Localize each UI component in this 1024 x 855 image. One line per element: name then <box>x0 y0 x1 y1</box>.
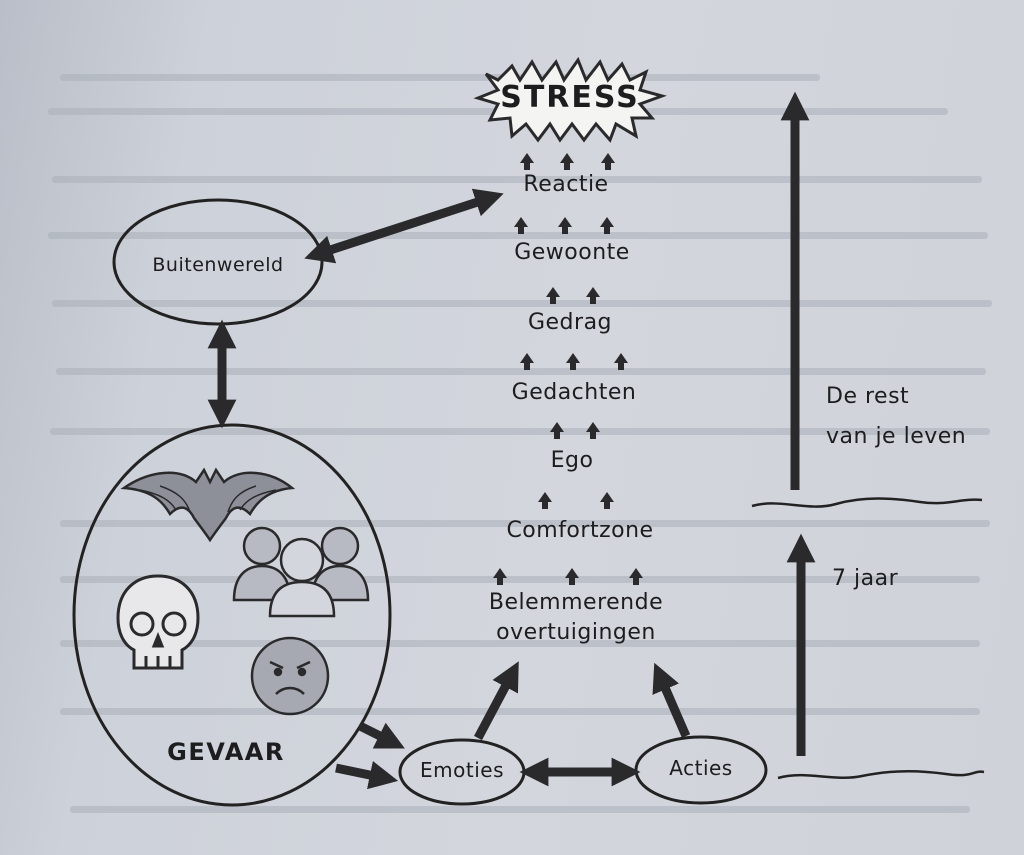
seven-years-label: 7 jaar <box>832 566 898 591</box>
reactie-label: Reactie <box>523 172 608 197</box>
emoties-label: Emoties <box>420 758 504 782</box>
angry-face-icon <box>252 638 328 714</box>
people-group-icon <box>234 528 368 616</box>
timeline-line-top <box>752 499 982 507</box>
emoties-overtuigingen-arrow <box>478 674 512 738</box>
gevaar-emoties-arrow-1 <box>360 726 392 742</box>
acties-overtuigingen-arrow <box>660 676 686 736</box>
gewoonte-label: Gewoonte <box>514 240 630 265</box>
skull-icon <box>118 576 198 668</box>
belemmerende-label: Belemmerende <box>489 590 663 615</box>
ego-label: Ego <box>551 448 594 473</box>
gedachten-label: Gedachten <box>512 380 637 405</box>
buitenwereld-label: Buitenwereld <box>152 254 283 276</box>
comfortzone-label: Comfortzone <box>506 518 653 543</box>
timeline-line-bottom <box>778 771 984 778</box>
gevaar-emoties-arrow-2 <box>336 768 384 778</box>
acties-label: Acties <box>669 756 732 780</box>
gevaar-label: GEVAAR <box>167 738 285 766</box>
stress-label: STRESS <box>500 80 640 115</box>
rest-of-life-label-line1: De rest <box>826 384 909 409</box>
overtuigingen-label: overtuigingen <box>496 620 656 645</box>
gedrag-label: Gedrag <box>528 310 612 335</box>
rest-of-life-label-line2: van je leven <box>826 424 966 449</box>
reactie-buitenwereld-arrow <box>318 198 490 254</box>
